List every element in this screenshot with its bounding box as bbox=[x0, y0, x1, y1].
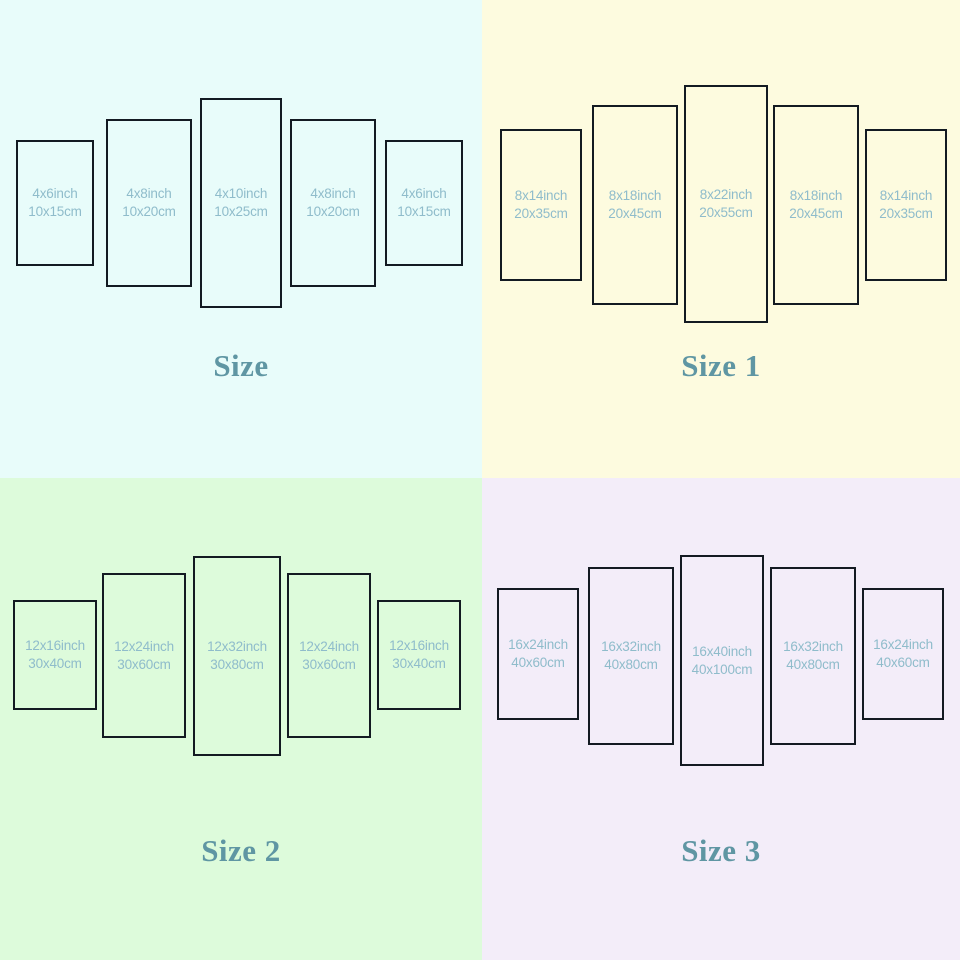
panel-2[interactable]: 12x24inch 30x60cm bbox=[102, 573, 186, 738]
panel-inch-label: 16x40inch bbox=[692, 643, 752, 659]
panel-4[interactable]: 12x24inch 30x60cm bbox=[287, 573, 371, 738]
quadrant-title: Size 3 bbox=[681, 833, 761, 868]
panel-inch-label: 4x8inch bbox=[126, 186, 172, 202]
panel-cm-label: 20x55cm bbox=[699, 205, 753, 220]
panel-5[interactable]: 16x24inch 40x60cm bbox=[862, 588, 944, 720]
panel-inch-label: 12x32inch bbox=[207, 639, 267, 655]
panel-cm-label: 20x35cm bbox=[879, 206, 933, 221]
panel-cm-label: 20x45cm bbox=[608, 206, 662, 221]
panel-inch-label: 12x24inch bbox=[299, 638, 359, 654]
panel-group: 16x24inch 40x60cm 16x32inch 40x80cm 16x4… bbox=[482, 478, 960, 808]
panel-cm-label: 30x80cm bbox=[210, 657, 264, 672]
panel-4[interactable]: 4x8inch 10x20cm bbox=[290, 119, 376, 287]
panel-3[interactable]: 4x10inch 10x25cm bbox=[200, 98, 282, 308]
panel-1[interactable]: 4x6inch 10x15cm bbox=[16, 140, 94, 266]
panel-cm-label: 30x60cm bbox=[117, 656, 171, 672]
quadrant-title: Size bbox=[213, 348, 269, 383]
quadrant-title: Size 1 bbox=[681, 348, 761, 383]
panel-inch-label: 12x16inch bbox=[25, 638, 85, 654]
panel-3[interactable]: 16x40inch 40x100cm bbox=[680, 555, 764, 766]
panel-cm-label: 10x15cm bbox=[397, 204, 451, 219]
quadrant-size-3: 16x24inch 40x60cm 16x32inch 40x80cm 16x4… bbox=[482, 478, 960, 960]
panel-cm-label: 40x80cm bbox=[604, 657, 658, 672]
panel-inch-label: 4x6inch bbox=[401, 186, 447, 202]
panel-3[interactable]: 12x32inch 30x80cm bbox=[193, 556, 281, 756]
panel-inch-label: 16x24inch bbox=[873, 637, 933, 653]
panel-inch-label: 8x22inch bbox=[699, 187, 753, 203]
panel-group: 8x14inch 20x35cm 8x18inch 20x45cm 8x22in… bbox=[482, 0, 960, 330]
panel-cm-label: 40x60cm bbox=[511, 655, 565, 670]
panel-1[interactable]: 12x16inch 30x40cm bbox=[13, 600, 97, 710]
panel-3[interactable]: 8x22inch 20x55cm bbox=[684, 85, 768, 323]
panel-inch-label: 4x8inch bbox=[310, 186, 356, 202]
panel-cm-label: 30x60cm bbox=[302, 656, 356, 672]
panel-inch-label: 4x10inch bbox=[214, 186, 268, 202]
panel-inch-label: 4x6inch bbox=[32, 186, 78, 202]
panel-cm-label: 40x80cm bbox=[786, 657, 840, 672]
panel-cm-label: 30x40cm bbox=[28, 656, 82, 671]
panel-inch-label: 8x14inch bbox=[514, 188, 568, 204]
panel-4[interactable]: 16x32inch 40x80cm bbox=[770, 567, 856, 745]
panel-cm-label: 20x45cm bbox=[789, 206, 843, 221]
panel-inch-label: 16x32inch bbox=[601, 639, 661, 655]
panel-inch-label: 8x18inch bbox=[608, 188, 662, 204]
panel-5[interactable]: 12x16inch 30x40cm bbox=[377, 600, 461, 710]
panel-inch-label: 12x24inch bbox=[114, 638, 174, 654]
panel-2[interactable]: 4x8inch 10x20cm bbox=[106, 119, 192, 287]
quadrant-size-2: 12x16inch 30x40cm 12x24inch 30x60cm 12x3… bbox=[0, 478, 482, 960]
panel-5[interactable]: 4x6inch 10x15cm bbox=[385, 140, 463, 266]
quadrant-title: Size 2 bbox=[201, 833, 281, 868]
panel-inch-label: 8x18inch bbox=[789, 188, 843, 204]
panel-2[interactable]: 16x32inch 40x80cm bbox=[588, 567, 674, 745]
panel-group: 4x6inch 10x15cm 4x8inch 10x20cm 4x10inch… bbox=[0, 0, 482, 330]
panel-1[interactable]: 16x24inch 40x60cm bbox=[497, 588, 579, 720]
panel-inch-label: 16x32inch bbox=[783, 639, 843, 655]
panel-cm-label: 40x100cm bbox=[691, 661, 753, 677]
panel-5[interactable]: 8x14inch 20x35cm bbox=[865, 129, 947, 281]
panel-inch-label: 8x14inch bbox=[879, 188, 933, 204]
panel-cm-label: 10x20cm bbox=[306, 204, 360, 219]
quadrant-size-1: 8x14inch 20x35cm 8x18inch 20x45cm 8x22in… bbox=[482, 0, 960, 478]
panel-group: 12x16inch 30x40cm 12x24inch 30x60cm 12x3… bbox=[0, 478, 482, 808]
panel-cm-label: 30x40cm bbox=[392, 656, 446, 671]
quadrant-size: 4x6inch 10x15cm 4x8inch 10x20cm 4x10inch… bbox=[0, 0, 482, 478]
panel-2[interactable]: 8x18inch 20x45cm bbox=[592, 105, 678, 305]
panel-4[interactable]: 8x18inch 20x45cm bbox=[773, 105, 859, 305]
panel-inch-label: 16x24inch bbox=[508, 637, 568, 653]
panel-cm-label: 10x25cm bbox=[214, 204, 268, 219]
panel-cm-label: 20x35cm bbox=[514, 206, 568, 221]
panel-cm-label: 40x60cm bbox=[876, 655, 930, 670]
panel-cm-label: 10x15cm bbox=[28, 204, 82, 219]
panel-cm-label: 10x20cm bbox=[122, 204, 176, 219]
panel-inch-label: 12x16inch bbox=[389, 638, 449, 654]
panel-1[interactable]: 8x14inch 20x35cm bbox=[500, 129, 582, 281]
